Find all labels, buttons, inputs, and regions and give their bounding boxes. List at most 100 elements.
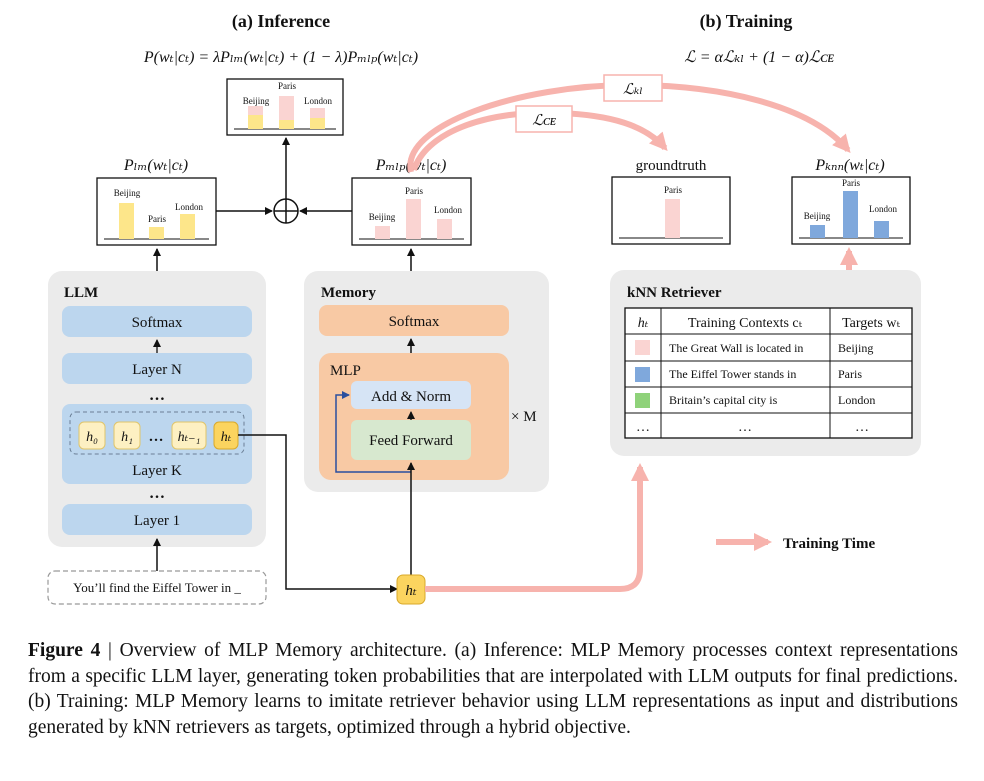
caption-text: | Overview of MLP Memory architecture. (… [28, 640, 959, 738]
svg-text:Britain’s capital city is: Britain’s capital city is [669, 393, 778, 407]
svg-text:Beijing: Beijing [838, 341, 873, 355]
lm-bar-paris [149, 227, 164, 239]
svg-text:The Great Wall is located in: The Great Wall is located in [669, 341, 803, 355]
combined-label-beijing: Beijing [243, 96, 270, 106]
hidden-states-group [69, 411, 245, 455]
groundtruth-label-paris: Paris [664, 185, 682, 195]
feed-forward-block [351, 420, 471, 460]
training-time-legend: Training Time [716, 533, 875, 552]
memory-title: Memory [321, 285, 376, 301]
llm-softmax-label: Softmax [132, 315, 183, 331]
svg-text:London: London [838, 393, 875, 407]
lm-dist-title: Pₗₘ(wₜ|cₜ) [123, 157, 188, 174]
mlp-label: MLP [330, 363, 361, 379]
knn-bar-london [874, 221, 889, 238]
architecture-diagram: (a) Inference P(wₜ|cₜ) = λPₗₘ(wₜ|cₜ) + (… [47, 11, 921, 605]
lm-bar-london [180, 214, 195, 239]
combined-label-paris: Paris [278, 81, 296, 91]
add-norm-label: Add & Norm [371, 389, 451, 405]
residual-connection-arrow [335, 391, 411, 473]
figure-caption: Figure 4 | Overview of MLP Memory archit… [28, 638, 958, 740]
table-row: … … … [636, 420, 869, 435]
knn-bar-paris [843, 191, 858, 238]
llm-panel: LLM Softmax Layer N … h₀ h₁ … hₜ₋₁ hₜ La… [48, 271, 266, 547]
knn-dist-title: Pₖₙₙ(wₜ|cₜ) [814, 157, 884, 174]
llm-layer-n-block [62, 353, 252, 384]
kl-loss-label: ℒₖₗ [623, 82, 643, 98]
svg-text:hₜ: hₜ [221, 430, 232, 445]
training-formula: ℒ = αℒₖₗ + (1 − α)ℒᴄᴇ [684, 49, 834, 66]
input-prompt-box [47, 570, 267, 605]
knn-retriever-panel: kNN Retriever hₜ Training Contexts cₜ Ta… [610, 270, 921, 456]
groundtruth-distribution: Paris [611, 176, 731, 245]
svg-text:hₜ: hₜ [405, 583, 417, 599]
llm-softmax-block [62, 306, 252, 337]
svg-text:Paris: Paris [838, 367, 862, 381]
groundtruth-title: groundtruth [636, 158, 707, 174]
knn-label-beijing: Beijing [804, 211, 831, 221]
knn-table: hₜ Training Contexts cₜ Targets wₜ The G… [624, 307, 913, 439]
memory-panel: Memory Softmax MLP Add & Norm Feed Forwa… [304, 271, 549, 492]
token-h0 [78, 421, 106, 450]
lm-bar-beijing [119, 203, 134, 239]
llm-layer-1-label: Layer 1 [134, 513, 180, 529]
svg-text:The Eiffel Tower stands in: The Eiffel Tower stands in [669, 367, 796, 381]
knn-label-paris: Paris [842, 178, 860, 188]
kl-loss-badge [603, 74, 663, 102]
mlp-label-beijing: Beijing [369, 212, 396, 222]
mlp-bar-london [437, 219, 452, 239]
mlp-label-paris: Paris [405, 186, 423, 196]
llm-ellipsis-lower: … [149, 485, 165, 502]
knn-title: kNN Retriever [627, 285, 722, 301]
repeat-m-label: × M [511, 409, 537, 425]
input-prompt-text: You’ll find the Eiffel Tower in _ [73, 580, 241, 595]
knn-header-contexts: Training Contexts cₜ [688, 316, 803, 331]
feed-forward-label: Feed Forward [369, 433, 453, 449]
llm-title: LLM [64, 285, 98, 301]
table-row: Britain’s capital city is London [635, 393, 875, 408]
llm-layer-k-label: Layer K [132, 463, 182, 479]
svg-text:h₀: h₀ [86, 430, 98, 445]
ce-loss-badge [515, 105, 573, 133]
combined-label-london: London [304, 96, 332, 106]
caption-label: Figure 4 [28, 640, 101, 661]
memory-softmax-label: Softmax [389, 314, 440, 330]
svg-text:…: … [636, 420, 650, 435]
knn-bar-beijing [810, 225, 825, 238]
memory-softmax-block [319, 305, 509, 336]
token-ellipsis: … [149, 429, 164, 445]
lm-distribution: Beijing Paris London [96, 177, 217, 246]
row-swatch-blue [635, 367, 650, 382]
llm-ellipsis-upper: … [149, 387, 165, 404]
lm-label-paris: Paris [148, 214, 166, 224]
table-row: The Eiffel Tower stands in Paris [635, 367, 862, 382]
mlp-label-london: London [434, 205, 462, 215]
llm-layer-n-label: Layer N [132, 362, 182, 378]
training-title: (b) Training [700, 11, 793, 32]
mlp-bar-paris [406, 199, 421, 239]
add-norm-block [351, 381, 471, 409]
knn-distribution: Beijing Paris London [791, 176, 911, 245]
ht-to-knn-arrow [425, 463, 649, 592]
mlp-bar-beijing [375, 226, 390, 239]
knn-header-ht: hₜ [638, 316, 649, 331]
svg-text:…: … [738, 420, 752, 435]
llm-layer-1-block [62, 504, 252, 535]
lm-label-beijing: Beijing [114, 188, 141, 198]
ht-to-memory-arrow [238, 434, 398, 593]
lm-label-london: London [175, 202, 203, 212]
knn-header-targets: Targets wₜ [842, 316, 900, 331]
svg-text:h₁: h₁ [121, 430, 133, 445]
table-row: The Great Wall is located in Beijing [635, 340, 873, 355]
combined-distribution: Beijing Paris London [226, 78, 344, 136]
svg-text:hₜ₋₁: hₜ₋₁ [178, 430, 201, 445]
row-swatch-green [635, 393, 650, 408]
token-ht-minus-1 [171, 421, 207, 450]
inference-formula: P(wₜ|cₜ) = λPₗₘ(wₜ|cₜ) + (1 − λ)Pₘₗₚ(wₜ|… [143, 49, 418, 66]
groundtruth-bar-paris [665, 199, 680, 238]
training-time-label: Training Time [783, 536, 875, 552]
row-swatch-pink [635, 340, 650, 355]
ce-loss-label: ℒᴄᴇ [532, 113, 556, 129]
knn-label-london: London [869, 204, 897, 214]
